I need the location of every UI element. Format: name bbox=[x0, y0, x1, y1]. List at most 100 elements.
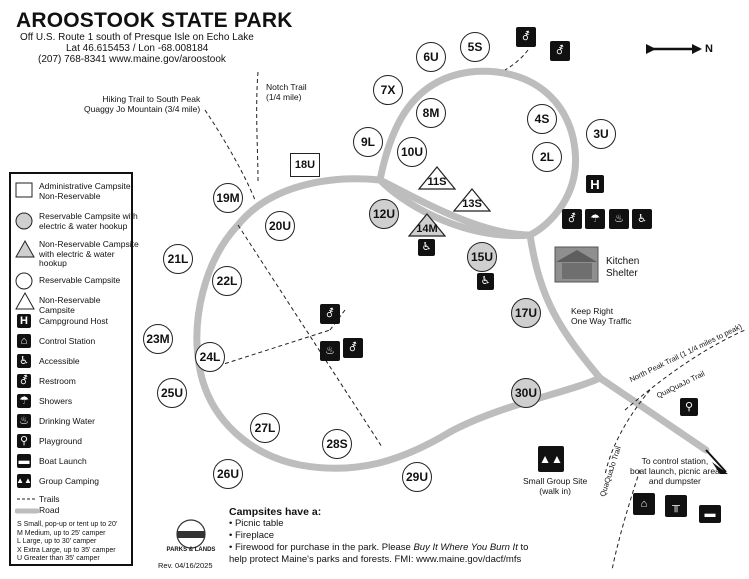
trail-south-peak bbox=[204, 109, 256, 201]
campsite-15U[interactable]: 15U bbox=[467, 242, 497, 272]
campsite-10U[interactable]: 10U bbox=[397, 137, 427, 167]
campsite-20U[interactable]: 20U bbox=[265, 211, 295, 241]
firewood-text: • Firewood for purchase in the park. Ple… bbox=[229, 542, 414, 553]
campsite-21L[interactable]: 21L bbox=[163, 244, 193, 274]
legend-water-text: Drinking Water bbox=[39, 416, 95, 426]
campsite-9L[interactable]: 9L bbox=[353, 127, 383, 157]
restroom-icon: ⚦ bbox=[343, 338, 363, 358]
restroom-icon: ⚦ bbox=[17, 374, 31, 388]
legend-res-text: Reservable Campsite bbox=[39, 275, 121, 285]
legend: Administrative Campsite, Non-Reservable … bbox=[9, 172, 139, 566]
size-x: X Extra Large, up to 35' camper bbox=[17, 546, 116, 554]
campsite-29U[interactable]: 29U bbox=[402, 462, 432, 492]
campsites-info-heading: Campsites have a: bbox=[229, 506, 322, 518]
accessible-icon: ♿ bbox=[477, 273, 494, 290]
campsite-2L[interactable]: 2L bbox=[532, 142, 562, 172]
campsite-13S[interactable]: 13S bbox=[452, 188, 492, 212]
legend-accessible-text: Accessible bbox=[39, 356, 80, 366]
trail-north-peak bbox=[624, 329, 746, 411]
trail-inner-diagonal bbox=[237, 224, 383, 448]
header-contact: (207) 768-8341 www.maine.gov/aroostook bbox=[38, 54, 226, 65]
campsite-8M[interactable]: 8M bbox=[416, 98, 446, 128]
campsite-6U[interactable]: 6U bbox=[416, 42, 446, 72]
campsite-28S[interactable]: 28S bbox=[322, 429, 352, 459]
legend-showers-text: Showers bbox=[39, 396, 73, 406]
playground-icon: ⚲ bbox=[680, 398, 698, 416]
north-arrow bbox=[646, 44, 702, 54]
campsite-11S[interactable]: 11S bbox=[417, 166, 457, 190]
road-main-loop bbox=[193, 175, 604, 472]
campsite-7X[interactable]: 7X bbox=[373, 75, 403, 105]
road-upper-loop bbox=[376, 67, 580, 240]
campsite-27L[interactable]: 27L bbox=[250, 413, 280, 443]
campsite-13S-label: 13S bbox=[462, 198, 482, 210]
legend-control-text: Control Station bbox=[39, 336, 96, 346]
keep-right-label: Keep Right One Way Traffic bbox=[571, 306, 632, 326]
legend-admin-text: Administrative Campsite, Non-Reservable bbox=[39, 181, 134, 201]
boat-launch-icon: ▬ bbox=[17, 454, 31, 468]
drinking-water-icon: ♨ bbox=[609, 209, 629, 229]
size-u: U Greater than 35' camper bbox=[17, 555, 100, 562]
control-station-label: To control station, boat launch, picnic … bbox=[630, 456, 720, 486]
triangle-icon bbox=[15, 292, 35, 310]
park-title: AROOSTOOK STATE PARK bbox=[16, 9, 293, 32]
campsite-14M[interactable]: 14M bbox=[407, 213, 447, 237]
campsite-26U[interactable]: 26U bbox=[213, 459, 243, 489]
revision-date: Rev. 04/16/2025 bbox=[158, 561, 213, 570]
campsite-5S[interactable]: 5S bbox=[460, 32, 490, 62]
triangle-icon bbox=[417, 166, 457, 190]
accessible-icon: ♿ bbox=[418, 239, 435, 256]
trail-restroom-top bbox=[504, 49, 529, 71]
legend-playground-text: Playground bbox=[39, 436, 83, 446]
picnic-area-icon: ╥ bbox=[665, 495, 687, 517]
legend-restroom-text: Restroom bbox=[39, 376, 76, 386]
legend-trails-text: Trails bbox=[39, 494, 60, 504]
campsite-4S[interactable]: 4S bbox=[527, 104, 557, 134]
restroom-icon: ⚦ bbox=[516, 27, 536, 47]
accessible-icon: ♿ bbox=[632, 209, 652, 229]
legend-nonres-text: Non-Reservable Campsite bbox=[39, 295, 101, 315]
header-address: Off U.S. Route 1 south of Presque Isle o… bbox=[20, 32, 254, 43]
legend-boat-text: Boat Launch bbox=[39, 456, 87, 466]
size-s: S Small, pop-up or tent up to 20' bbox=[17, 521, 118, 528]
logo-emblem-icon bbox=[176, 519, 206, 549]
legend-res-elec-text: Reservable Campsite with electric & wate… bbox=[39, 211, 138, 231]
roads bbox=[193, 67, 710, 472]
campsite-3U[interactable]: 3U bbox=[586, 119, 616, 149]
legend-sizes: S Small, pop-up or tent up to 20' M Medi… bbox=[17, 521, 137, 564]
circle-icon bbox=[15, 272, 33, 290]
campsite-12U[interactable]: 12U bbox=[369, 199, 399, 229]
campsite-17U[interactable]: 17U bbox=[511, 298, 541, 328]
drinking-water-icon: ♨ bbox=[320, 341, 340, 361]
trail-notch-label: Notch Trail (1/4 mile) bbox=[266, 82, 307, 102]
triangle-electric-icon bbox=[407, 213, 447, 237]
campsite-30U[interactable]: 30U bbox=[511, 378, 541, 408]
campsite-19M[interactable]: 19M bbox=[213, 183, 243, 213]
campsite-14M-label: 14M bbox=[416, 223, 438, 235]
legend-road-text: Road bbox=[39, 505, 60, 515]
campsites-info-item: • Picnic table bbox=[229, 518, 284, 529]
campsite-18U[interactable]: 18U bbox=[290, 153, 320, 177]
restroom-icon: ⚦ bbox=[320, 304, 340, 324]
campsite-23M[interactable]: 23M bbox=[143, 324, 173, 354]
trail-cross bbox=[204, 329, 331, 371]
restroom-icon: ⚦ bbox=[562, 209, 582, 229]
triangle-icon bbox=[452, 188, 492, 212]
north-label: N bbox=[705, 43, 713, 55]
campsite-11S-label: 11S bbox=[427, 176, 447, 188]
campsite-25U[interactable]: 25U bbox=[157, 378, 187, 408]
campsite-22L[interactable]: 22L bbox=[212, 266, 242, 296]
size-m: M Medium, up to 25' camper bbox=[17, 529, 106, 537]
trail-line-icon bbox=[17, 498, 37, 500]
campsite-24L[interactable]: 24L bbox=[195, 342, 225, 372]
road-exit bbox=[596, 374, 710, 454]
legend-host-text: Campground Host bbox=[39, 316, 108, 326]
boat-launch-icon: ▬ bbox=[699, 505, 721, 523]
square-icon bbox=[15, 182, 33, 198]
showers-icon: ☂ bbox=[17, 394, 31, 408]
campsites-info-item: • Fireplace bbox=[229, 530, 275, 541]
small-group-label: Small Group Site (walk in) bbox=[523, 476, 588, 496]
size-l: L Large, up to 30' camper bbox=[17, 538, 97, 545]
trail-south-peak-label: Hiking Trail to South Peak Quaggy Jo Mou… bbox=[84, 94, 201, 114]
